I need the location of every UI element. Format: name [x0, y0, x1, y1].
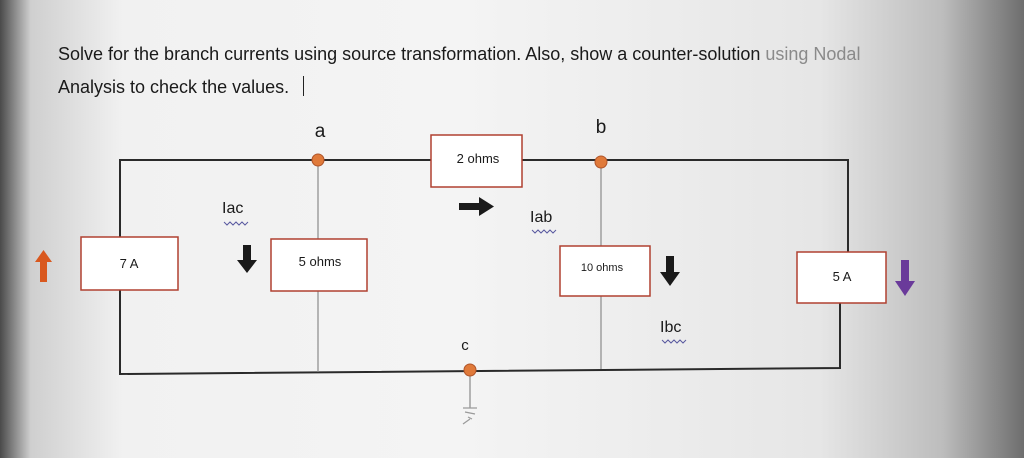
node-c-dot — [463, 363, 477, 377]
source-7a-label: 7 A — [120, 256, 139, 271]
wire-top-left — [119, 159, 431, 237]
node-a-dot — [311, 153, 325, 167]
question-line-2-text: Analysis to check the values. — [58, 77, 290, 97]
resistor-5ohms: 5 ohms — [270, 238, 368, 292]
question-line-2: Analysis to check the values. — [58, 71, 1018, 104]
current-iac-underline — [223, 221, 249, 226]
node-b-label: b — [596, 117, 607, 138]
source-5a-label: 5 A — [833, 269, 852, 284]
question-text: Solve for the branch currents using sour… — [58, 38, 1018, 104]
source-5a: 5 A — [796, 251, 887, 304]
resistor-10ohms: 10 ohms — [559, 245, 651, 297]
node-a-label: a — [315, 121, 326, 142]
arrow-up-7a-icon — [35, 250, 52, 282]
arrow-right-iab-icon — [459, 197, 494, 216]
question-line-1-faded: using Nodal — [765, 44, 861, 64]
resistor-10ohms-label: 10 ohms — [581, 262, 624, 274]
question-line-1-text: Solve for the branch currents using sour… — [58, 44, 766, 64]
current-ibc-label: Ibc — [660, 319, 681, 336]
arrow-down-5a-icon — [895, 260, 915, 296]
resistor-2ohms-label: 2 ohms — [457, 151, 500, 166]
resistor-2ohms: 2 ohms — [430, 134, 523, 188]
current-iab-underline — [531, 229, 557, 234]
question-line-1: Solve for the branch currents using sour… — [58, 38, 1018, 71]
current-ibc-underline — [661, 339, 687, 344]
ground-symbol-icon — [462, 407, 477, 425]
wire-bottom — [119, 290, 841, 376]
text-cursor — [303, 76, 305, 96]
source-7a: 7 A — [80, 236, 179, 291]
arrow-down-ibc-icon — [660, 256, 680, 286]
current-iac-label: Iac — [222, 200, 243, 217]
node-b-dot — [594, 155, 608, 169]
current-iab-label: Iab — [530, 209, 552, 226]
wire-top-right — [522, 159, 849, 252]
node-c-label: c — [461, 337, 469, 354]
arrow-down-iac-icon — [237, 245, 257, 273]
resistor-5ohms-label: 5 ohms — [299, 254, 342, 269]
